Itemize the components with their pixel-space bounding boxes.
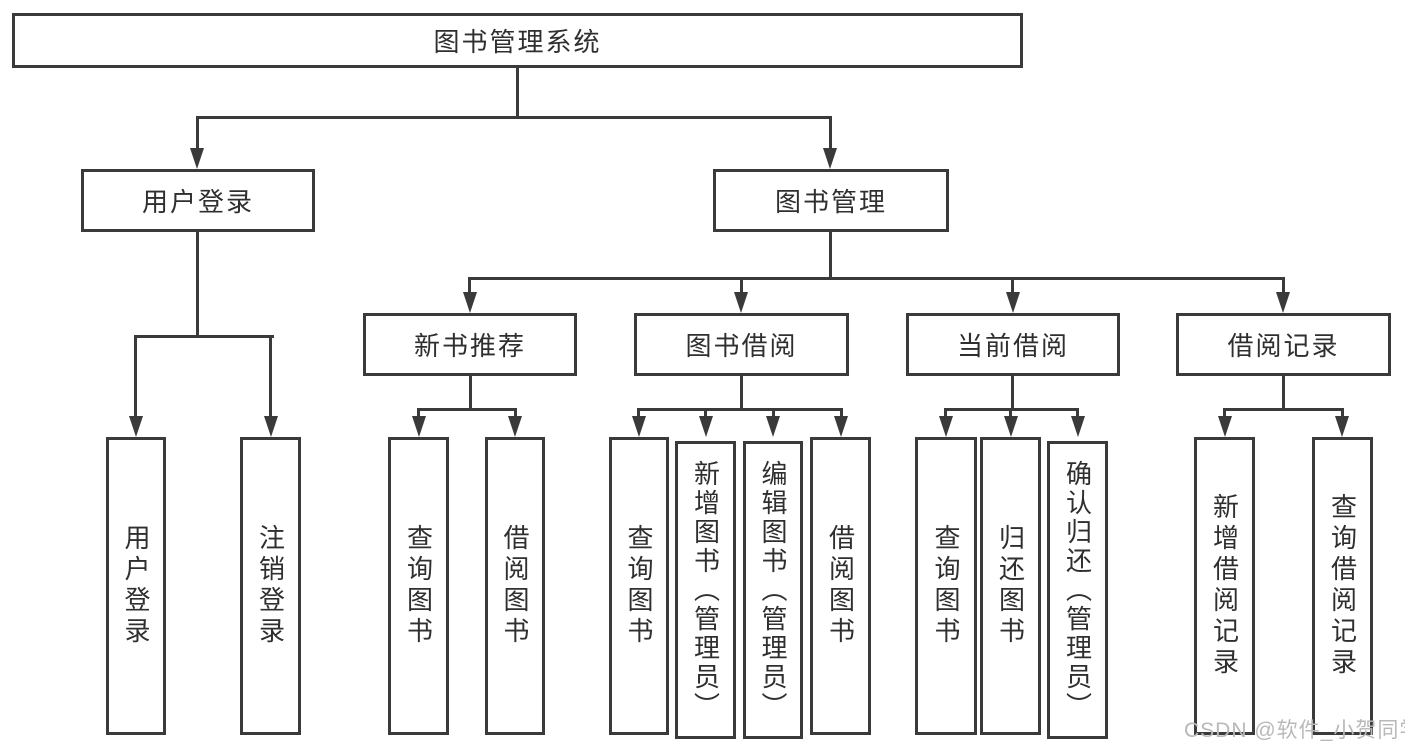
leaf-query-borrow-record: 查询借阅记录	[1312, 437, 1373, 735]
connector-line	[840, 408, 843, 418]
connector-line	[417, 408, 420, 418]
connector-line	[772, 408, 775, 418]
arrow-down-icon	[734, 292, 748, 313]
connector-line	[1341, 408, 1344, 418]
arrow-down-icon	[463, 292, 477, 313]
connector-line	[514, 408, 517, 418]
leaf-borrow-books-recommend: 借阅图书	[485, 437, 545, 735]
leaf-confirm-return-admin: 确认归还（管理员）	[1047, 441, 1108, 739]
connector-line	[468, 277, 471, 295]
arrow-down-icon	[412, 416, 426, 437]
node-current-borrowing: 当前借阅	[906, 313, 1120, 376]
arrow-down-icon	[766, 416, 780, 437]
arrow-down-icon	[1276, 292, 1290, 313]
arrow-down-icon	[1004, 416, 1018, 437]
connector-line	[740, 277, 743, 295]
arrow-down-icon	[939, 416, 953, 437]
connector-line	[269, 335, 272, 417]
connector-line	[134, 335, 274, 338]
arrow-down-icon	[264, 416, 278, 437]
leaf-add-borrow-record: 新增借阅记录	[1194, 437, 1255, 735]
leaf-logout: 注销登录	[240, 437, 301, 735]
connector-line	[1282, 277, 1285, 295]
leaf-add-books-admin: 新增图书（管理员）	[675, 441, 736, 739]
connector-line	[1009, 408, 1012, 418]
node-book-borrowing: 图书借阅	[634, 313, 849, 376]
arrow-down-icon	[129, 416, 143, 437]
arrow-down-icon	[1218, 416, 1232, 437]
connector-line	[196, 116, 199, 149]
arrow-down-icon	[1335, 416, 1349, 437]
connector-line	[704, 408, 707, 418]
csdn-watermark: CSDN @软件_小贺同学	[1184, 719, 1405, 742]
connector-line	[134, 335, 137, 417]
arrow-down-icon	[834, 416, 848, 437]
connector-line	[1282, 376, 1285, 408]
node-borrowing-records: 借阅记录	[1176, 313, 1391, 376]
connector-line	[1011, 277, 1014, 295]
connector-line	[944, 408, 947, 418]
arrow-down-icon	[699, 416, 713, 437]
arrow-down-icon	[190, 148, 204, 169]
connector-line	[1011, 376, 1014, 408]
leaf-query-books-borrowing: 查询图书	[609, 437, 669, 735]
connector-line	[637, 408, 843, 411]
connector-line	[1223, 408, 1226, 418]
connector-line	[516, 68, 519, 116]
leaf-query-books-current: 查询图书	[915, 437, 977, 735]
connector-line	[829, 232, 832, 277]
node-root-library-system: 图书管理系统	[12, 13, 1023, 68]
arrow-down-icon	[1006, 292, 1020, 313]
leaf-user-login: 用户登录	[106, 437, 166, 735]
leaf-edit-books-admin: 编辑图书（管理员）	[743, 441, 803, 739]
node-user-login: 用户登录	[81, 169, 315, 232]
connector-line	[196, 232, 199, 335]
connector-line	[1223, 408, 1343, 411]
connector-line	[637, 408, 640, 418]
connector-line	[740, 376, 743, 408]
node-new-book-recommend: 新书推荐	[363, 313, 577, 376]
leaf-query-books-recommend: 查询图书	[388, 437, 449, 735]
connector-line	[829, 116, 832, 149]
arrow-down-icon	[508, 416, 522, 437]
connector-line	[1076, 408, 1079, 418]
node-book-management: 图书管理	[713, 169, 949, 232]
arrow-down-icon	[1071, 416, 1085, 437]
connector-line	[417, 408, 517, 411]
leaf-return-books: 归还图书	[980, 437, 1041, 735]
connector-line	[469, 376, 472, 408]
leaf-borrow-books-borrowing: 借阅图书	[810, 437, 871, 735]
arrow-down-icon	[632, 416, 646, 437]
connector-line	[196, 116, 832, 119]
arrow-down-icon	[823, 148, 837, 169]
connector-line	[468, 277, 1285, 280]
